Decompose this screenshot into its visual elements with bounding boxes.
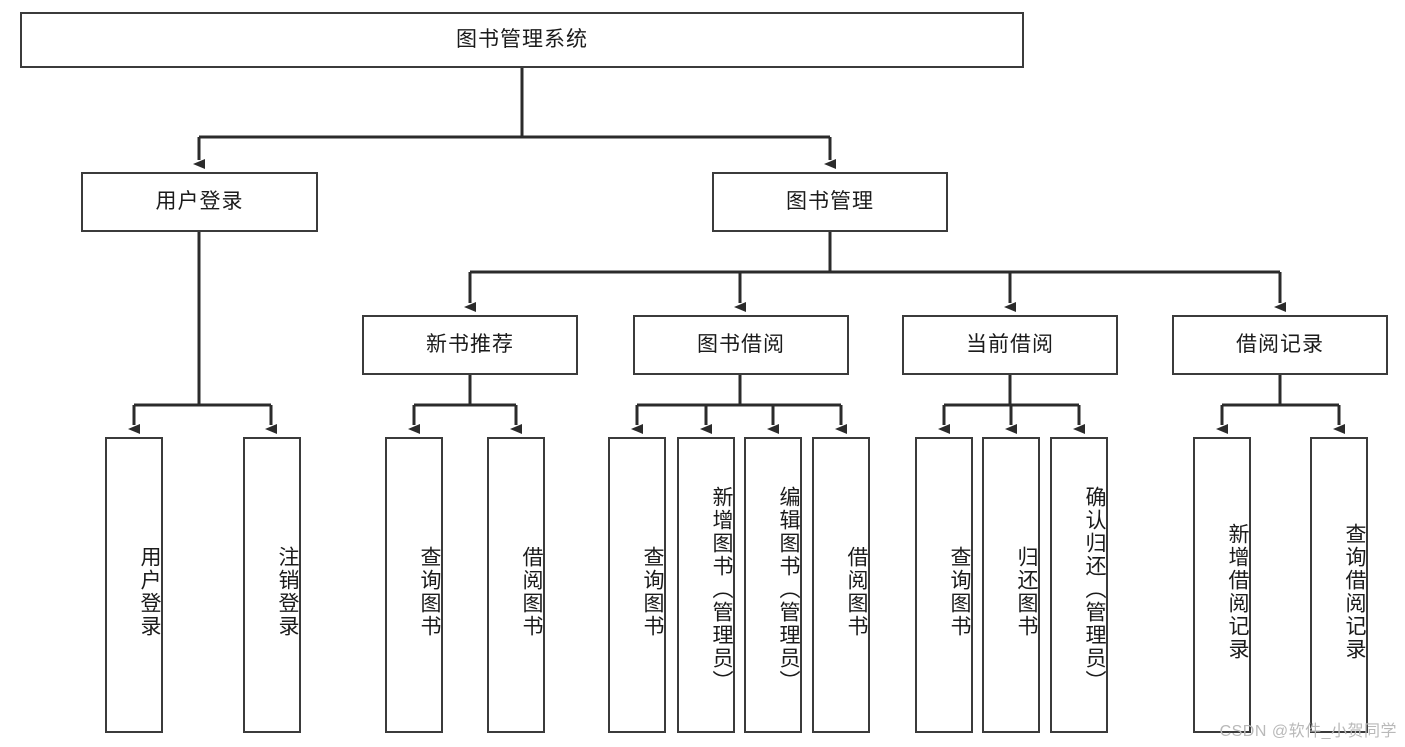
node-new-book-recommend[interactable]: 新书推荐 — [362, 315, 578, 375]
node-borrow-record[interactable]: 借阅记录 — [1172, 315, 1388, 375]
node-label: 查询图书 — [948, 546, 971, 638]
node-label: 查询图书 — [641, 546, 664, 638]
leaf-add-book-admin[interactable]: 新增图书（管理员） — [677, 437, 735, 733]
node-label: 借阅图书 — [845, 546, 868, 638]
node-book-manage[interactable]: 图书管理 — [712, 172, 948, 232]
leaf-query-book-new-recommend[interactable]: 查询图书 — [385, 437, 443, 733]
leaf-add-borrow-record[interactable]: 新增借阅记录 — [1193, 437, 1251, 733]
node-label: 用户登录 — [138, 546, 161, 638]
node-label: 用户登录 — [155, 189, 244, 213]
node-label: 查询图书 — [418, 546, 441, 638]
node-label: 新增借阅记录 — [1226, 523, 1249, 661]
node-current-borrow[interactable]: 当前借阅 — [902, 315, 1118, 375]
leaf-return-book[interactable]: 归还图书 — [982, 437, 1040, 733]
node-label: 新书推荐 — [426, 332, 514, 356]
node-label: 新增图书（管理员） — [710, 485, 733, 693]
node-user-login[interactable]: 用户登录 — [81, 172, 318, 232]
node-label: 注销登录 — [276, 546, 299, 638]
leaf-edit-book-admin[interactable]: 编辑图书（管理员） — [744, 437, 802, 733]
node-label: 图书管理 — [786, 189, 874, 213]
node-label: 编辑图书（管理员） — [777, 485, 800, 693]
leaf-query-book-current[interactable]: 查询图书 — [915, 437, 973, 733]
node-label: 图书借阅 — [697, 332, 785, 356]
leaf-borrow-book-borrow[interactable]: 借阅图书 — [812, 437, 870, 733]
node-label: 借阅图书 — [520, 546, 543, 638]
node-label: 查询借阅记录 — [1343, 523, 1366, 661]
node-label: 借阅记录 — [1236, 332, 1324, 356]
node-label: 当前借阅 — [966, 332, 1054, 356]
leaf-query-borrow-record[interactable]: 查询借阅记录 — [1310, 437, 1368, 733]
node-book-management-system[interactable]: 图书管理系统 — [20, 12, 1024, 68]
node-label: 归还图书 — [1015, 546, 1038, 638]
leaf-logout-login[interactable]: 注销登录 — [243, 437, 301, 733]
leaf-borrow-book-new-recommend[interactable]: 借阅图书 — [487, 437, 545, 733]
node-label: 图书管理系统 — [456, 27, 588, 51]
node-label: 确认归还（管理员） — [1083, 485, 1106, 693]
leaf-user-login[interactable]: 用户登录 — [105, 437, 163, 733]
node-book-borrow[interactable]: 图书借阅 — [633, 315, 849, 375]
leaf-confirm-return-admin[interactable]: 确认归还（管理员） — [1050, 437, 1108, 733]
leaf-query-book-borrow[interactable]: 查询图书 — [608, 437, 666, 733]
